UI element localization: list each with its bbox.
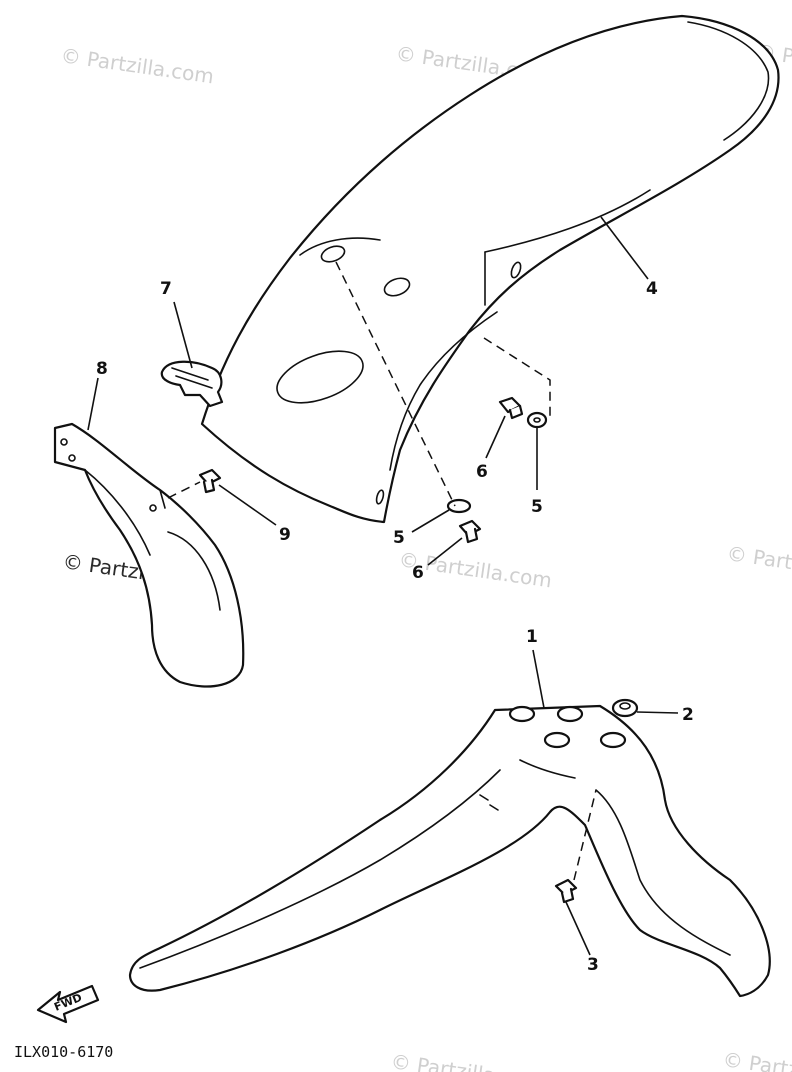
assembly-lines: [167, 261, 597, 881]
callout-9: 9: [279, 525, 291, 545]
inner-flap: [53, 422, 245, 688]
grommet: [611, 698, 639, 718]
callout-5-right: 5: [531, 497, 543, 517]
rear-fender: [200, 14, 780, 524]
callout-5-lower: 5: [393, 528, 405, 548]
fastener-set-right: [498, 396, 548, 429]
callout-1: 1: [526, 627, 538, 647]
bolt-3: [554, 878, 578, 904]
diagram-code: ILX010-6170: [14, 1043, 113, 1061]
callout-4: 4: [646, 279, 658, 299]
watermark-bottom-center: © Partzilla.com: [389, 1049, 545, 1072]
callouts: 1 2 3 4 5 5 6 6 7 8 9: [96, 279, 694, 975]
leader-lines: [87, 216, 679, 956]
watermark-mid-right: © Partzilla.com: [725, 541, 792, 586]
callout-8: 8: [96, 359, 108, 379]
callout-2: 2: [682, 705, 694, 725]
fastener-set-lower: [446, 498, 482, 544]
watermark-bottom-right: © Partzilla.com: [721, 1047, 792, 1072]
band-clamp: [160, 360, 224, 408]
callout-6-lower: 6: [412, 563, 424, 583]
callout-3: 3: [587, 955, 599, 975]
front-fender: [128, 704, 771, 998]
bolt-9: [198, 468, 222, 494]
fwd-arrow-icon: FWD: [36, 984, 100, 1024]
callout-6-right: 6: [476, 462, 488, 482]
callout-7: 7: [160, 279, 172, 299]
watermark-top-left: © Partzilla.com: [59, 43, 215, 88]
